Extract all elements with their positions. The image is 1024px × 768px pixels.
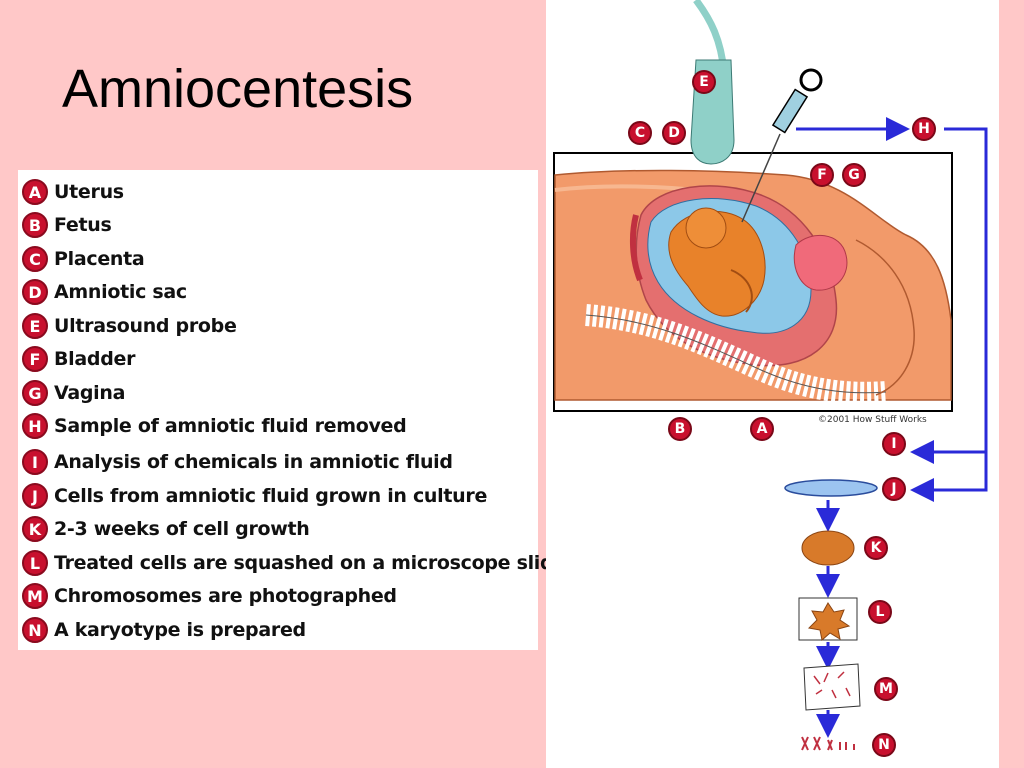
syringe-drawing [741, 68, 823, 223]
legend-badge: G [22, 380, 48, 406]
diagram-badge-k: K [864, 536, 888, 560]
diagram-badge-b: B [668, 417, 692, 441]
legend-badge: A [22, 179, 48, 205]
legend-item-uterus: A Uterus [22, 177, 124, 207]
legend-item-bladder: F Bladder [22, 344, 135, 374]
legend-badge: E [22, 313, 48, 339]
diagram-badge-h: H [912, 117, 936, 141]
diagram-badge-l: L [868, 600, 892, 624]
legend-item-placenta: C Placenta [22, 244, 145, 274]
diagram-badge-c: C [628, 121, 652, 145]
legend-label: Cells from amniotic fluid grown in cultu… [54, 485, 488, 507]
legend-label: Amniotic sac [54, 281, 187, 303]
diagram-badge-g: G [842, 163, 866, 187]
diagram-badge-i: I [882, 432, 906, 456]
diagram-badge-f: F [810, 163, 834, 187]
legend-badge: M [22, 583, 48, 609]
diagram-badge-d: D [662, 121, 686, 145]
cell-culture-blob [801, 530, 855, 566]
legend-item-fetus: B Fetus [22, 210, 112, 240]
karyotype-marks [801, 736, 855, 751]
legend-item-microscope-slide: L Treated cells are squashed on a microsc… [22, 548, 566, 578]
legend-label: Bladder [54, 348, 136, 370]
legend-label: Chromosomes are photographed [54, 585, 397, 607]
legend-badge: F [22, 346, 48, 372]
diagram-badge-e: E [692, 70, 716, 94]
legend-item-karyotype: N A karyotype is prepared [22, 615, 306, 645]
legend-badge: B [22, 212, 48, 238]
legend-label: Sample of amniotic fluid removed [54, 415, 407, 437]
legend-label: Treated cells are squashed on a microsco… [54, 552, 566, 574]
legend-badge: D [22, 279, 48, 305]
legend-label: 2-3 weeks of cell growth [54, 518, 310, 540]
diagram-badge-m: M [874, 677, 898, 701]
legend-item-amniotic-sac: D Amniotic sac [22, 277, 187, 307]
legend-badge: C [22, 246, 48, 272]
process-arrows [796, 117, 988, 738]
legend-panel: A Uterus B Fetus C Placenta D Amniotic sac E… [18, 170, 566, 650]
legend-item-sample-removed: H Sample of amniotic fluid removed [22, 411, 407, 441]
legend-badge: L [22, 550, 48, 576]
legend-label: A karyotype is prepared [54, 619, 306, 641]
legend-item-vagina: G Vagina [22, 378, 125, 408]
legend-label: Fetus [54, 214, 112, 236]
chromosome-photo [803, 663, 861, 711]
legend-label: Uterus [54, 181, 124, 203]
legend-badge: J [22, 483, 48, 509]
diagram-panel: ©2001 How Stuff Works E C D F G H B A I … [546, 0, 999, 768]
diagram-badge-a: A [750, 417, 774, 441]
chromosome-marks [813, 671, 851, 699]
legend-item-cell-growth: K 2-3 weeks of cell growth [22, 514, 310, 544]
legend-label: Analysis of chemicals in amniotic fluid [54, 451, 453, 473]
legend-label: Ultrasound probe [54, 315, 237, 337]
legend-label: Vagina [54, 382, 126, 404]
legend-badge: I [22, 449, 48, 475]
diagram-badge-n: N [872, 733, 896, 757]
legend-label: Placenta [54, 248, 145, 270]
legend-item-chromosomes-photographed: M Chromosomes are photographed [22, 581, 397, 611]
legend-badge: H [22, 413, 48, 439]
body-cross-section [554, 169, 952, 404]
legend-item-chemical-analysis: I Analysis of chemicals in amniotic fluid [22, 447, 453, 477]
legend-item-cell-culture: J Cells from amniotic fluid grown in cult… [22, 481, 487, 511]
petri-dish [784, 479, 878, 497]
copyright-notice: ©2001 How Stuff Works [818, 415, 927, 425]
legend-item-ultrasound-probe: E Ultrasound probe [22, 311, 237, 341]
page-title: Amniocentesis [62, 59, 414, 119]
legend-badge: N [22, 617, 48, 643]
diagram-badge-j: J [882, 477, 906, 501]
amniocentesis-illustration [553, 0, 988, 751]
legend-badge: K [22, 516, 48, 542]
